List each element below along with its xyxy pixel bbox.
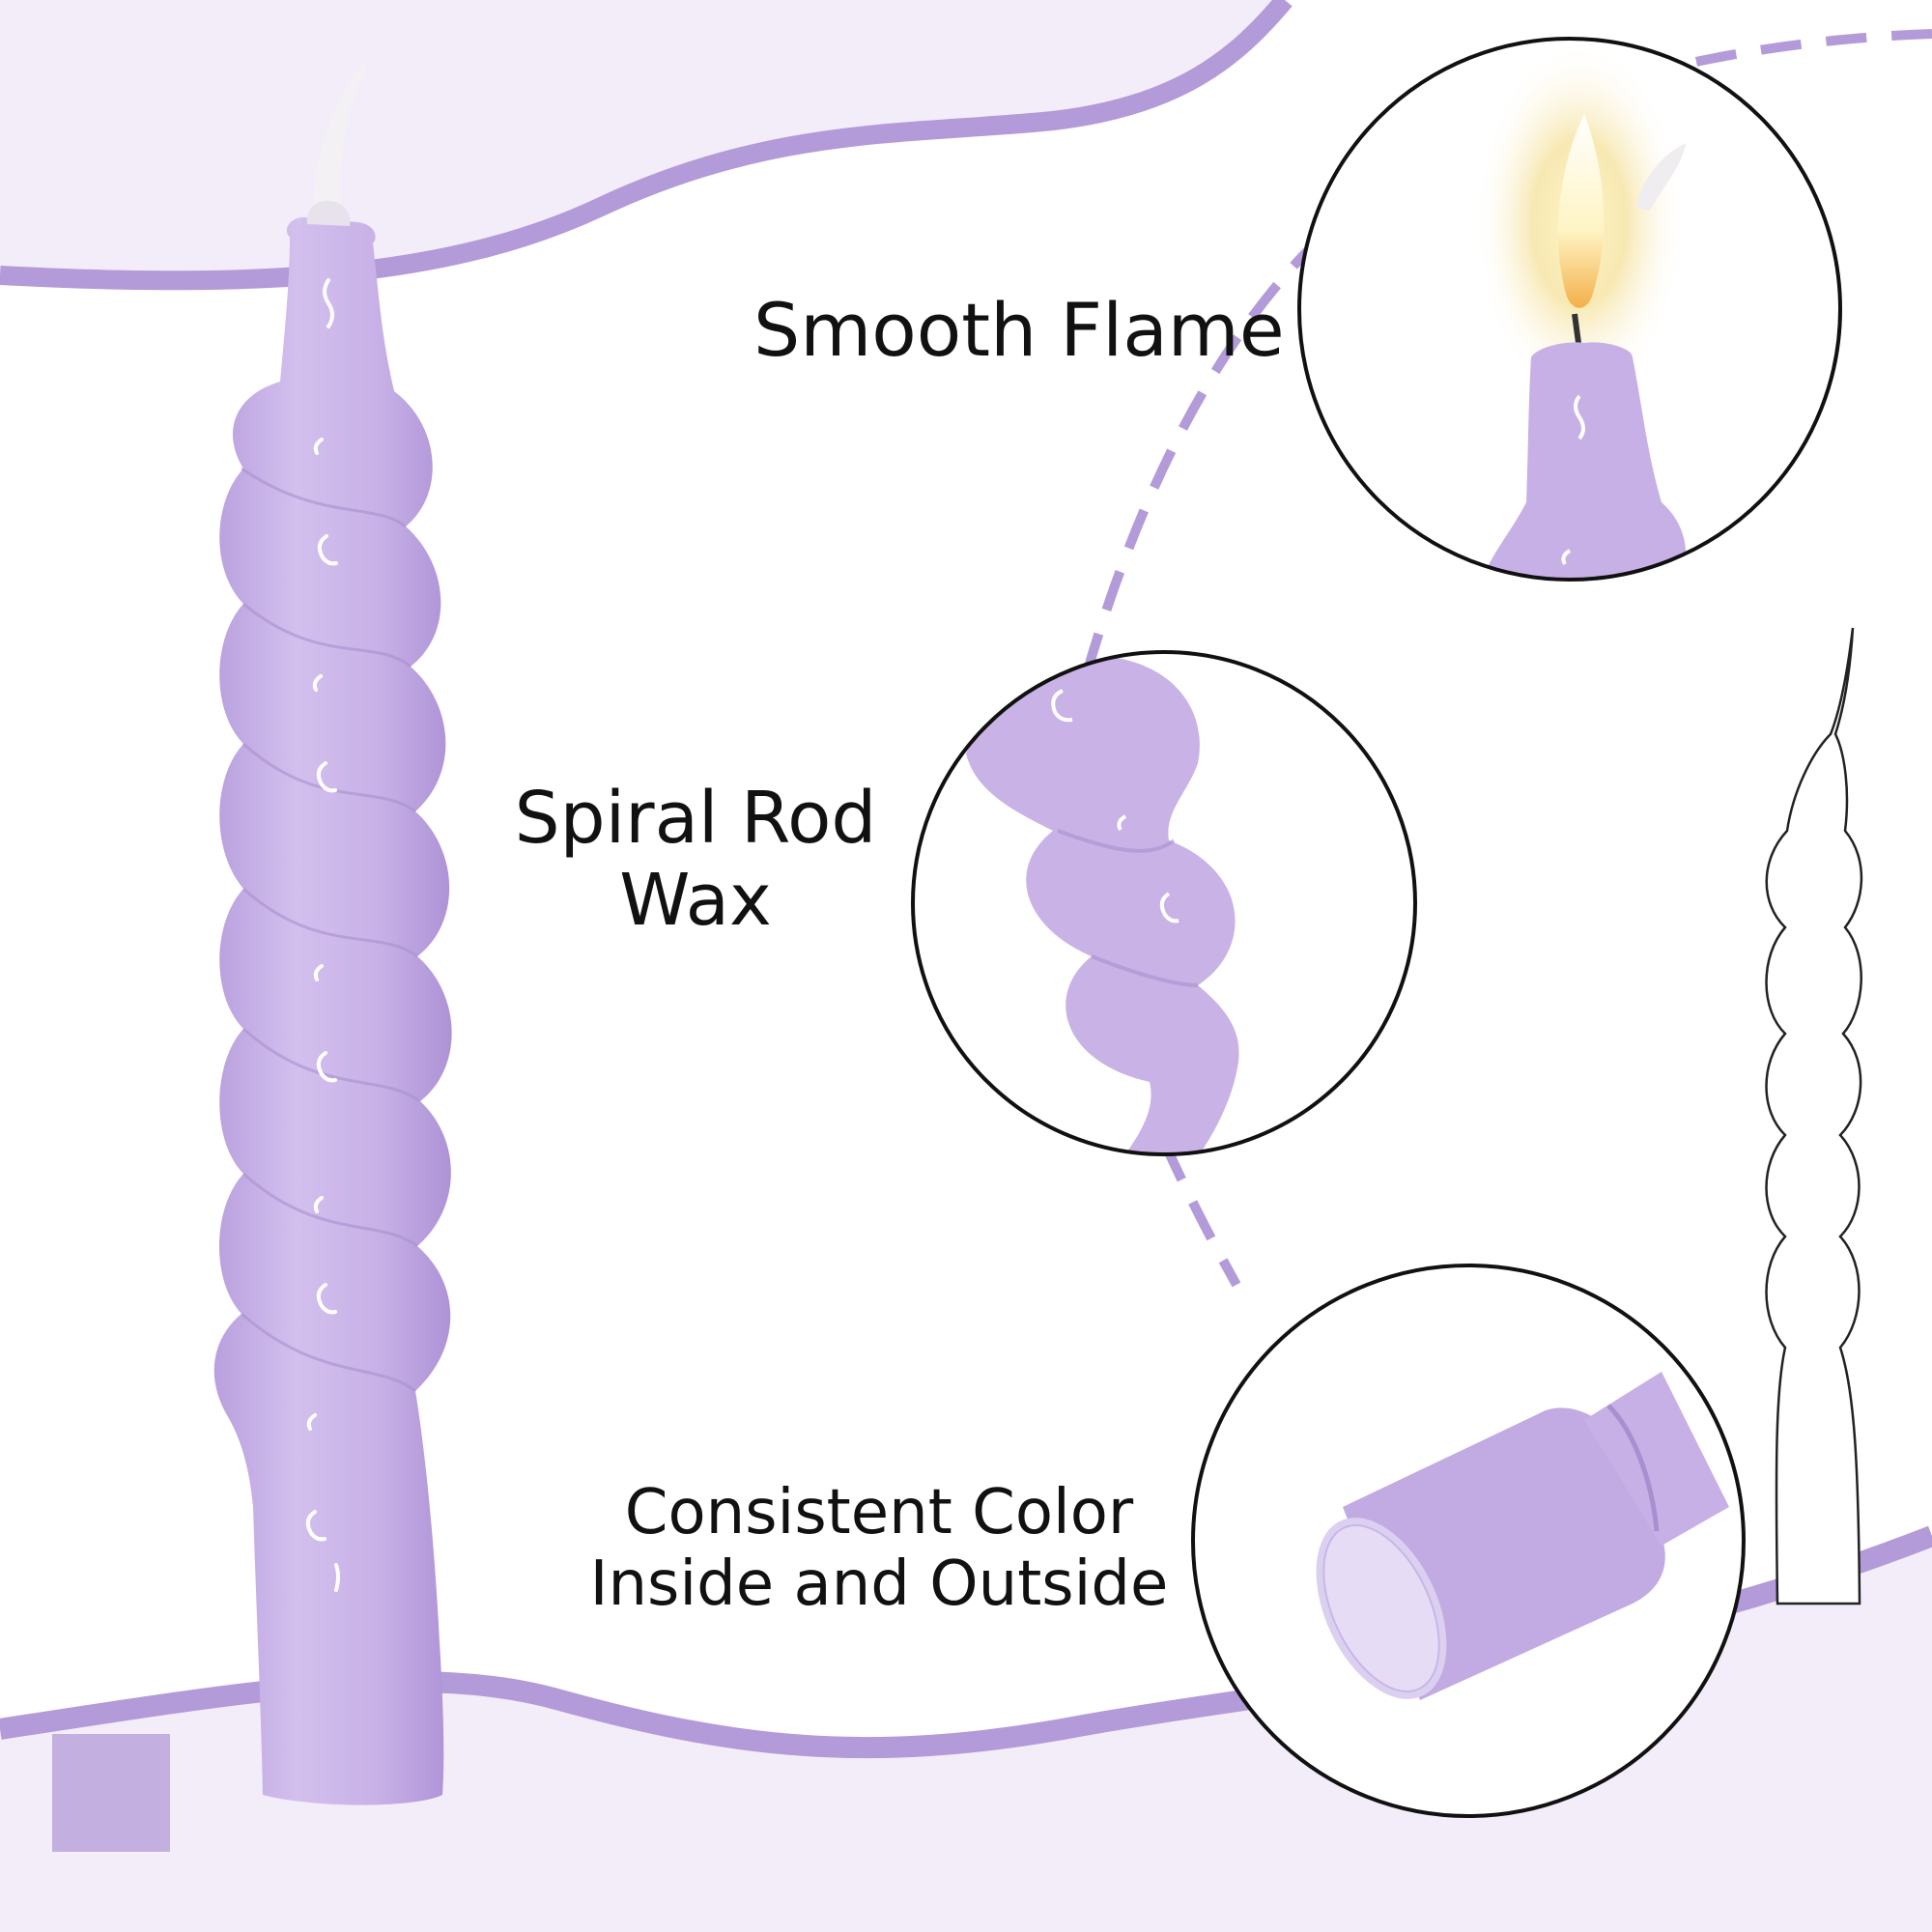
feature-label-spiral-rod-wax: Spiral Rod Wax bbox=[502, 777, 889, 943]
spiral-rod-closeup bbox=[911, 650, 1417, 1156]
top-wave bbox=[0, 0, 1293, 291]
candle-base-cross-section bbox=[1191, 1264, 1746, 1818]
lavender-spiral-taper-candle bbox=[213, 64, 452, 1805]
feature-label-line: Wax bbox=[619, 859, 772, 943]
feature-label-line: Spiral Rod bbox=[514, 777, 877, 860]
color-swatch bbox=[52, 1734, 170, 1852]
feature-label-line: Consistent Color bbox=[624, 1477, 1134, 1548]
feature-label-smooth-flame: Smooth Flame bbox=[753, 287, 1285, 373]
candle-line-drawing bbox=[1765, 627, 1863, 1605]
feature-label-line: Smooth Flame bbox=[753, 287, 1285, 373]
feature-label-consistent-color: Consistent Color Inside and Outside bbox=[570, 1477, 1188, 1620]
candle-flame-closeup bbox=[1297, 37, 1842, 582]
feature-label-line: Inside and Outside bbox=[589, 1548, 1169, 1620]
